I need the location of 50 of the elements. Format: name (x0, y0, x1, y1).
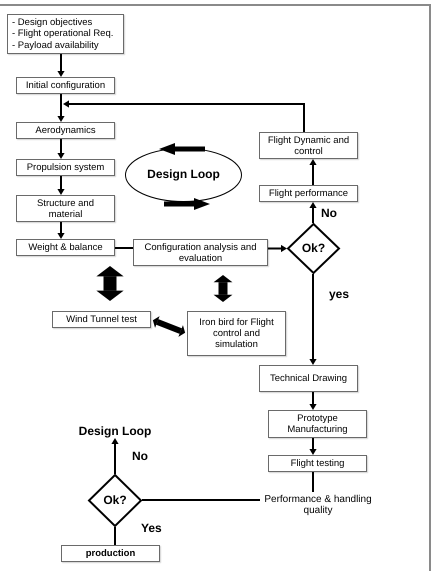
arrow (57, 139, 65, 159)
process-box: Aerodynamics (16, 122, 115, 139)
process-box: Flight Dynamic and control (259, 132, 358, 159)
process-box: Technical Drawing (259, 365, 358, 392)
loop-label: Design Loop (147, 168, 220, 182)
process-box: Weight & balance (16, 239, 115, 256)
arrow (57, 94, 65, 122)
process-box: Structure and material (16, 195, 115, 222)
process-box: Iron bird for Flight control and simulation (187, 311, 286, 356)
arrow (309, 392, 317, 410)
edge-label: No (321, 206, 337, 220)
arrow (309, 438, 317, 455)
double-arrow (152, 316, 186, 337)
process-box (7, 14, 124, 54)
double-arrow (214, 275, 232, 302)
decision-diamond (287, 223, 340, 274)
arrow (57, 176, 65, 195)
decision-label: Ok? (103, 494, 127, 508)
double-arrow (96, 266, 124, 301)
arrow (111, 438, 119, 474)
loop-ellipse (125, 148, 242, 202)
connector-line (115, 247, 133, 249)
arrow (57, 54, 65, 77)
process-box: Flight performance (259, 185, 358, 202)
process-box: Initial configuration (16, 77, 115, 94)
arrow (309, 202, 317, 223)
arrow (57, 222, 65, 239)
connector-line (312, 472, 314, 492)
edge-label: yes (329, 287, 350, 301)
result-text: Performance & handling quality (260, 492, 376, 518)
process-box: Flight testing (268, 455, 367, 472)
list-item: - Payload availability (12, 40, 99, 52)
connector-line (142, 499, 260, 501)
decision-label: Ok? (302, 242, 326, 256)
arrow (309, 274, 317, 365)
process-box: production (61, 545, 160, 562)
edge-label: Yes (141, 521, 162, 535)
arrow (309, 159, 317, 185)
list-item: - Design objectives (12, 16, 92, 28)
arrow (268, 244, 287, 252)
connector-line (114, 527, 116, 545)
decision-diamond (88, 474, 142, 527)
process-box: Propulsion system (16, 159, 115, 176)
list-item: - Flight operational Req. (12, 28, 114, 40)
arrow (63, 100, 305, 132)
process-box: Prototype Manufacturing (268, 410, 367, 438)
process-box: Wind Tunnel test (52, 311, 151, 328)
edge-label: No (132, 449, 148, 463)
loop-target-text: Design Loop (72, 423, 158, 438)
process-box: Configuration analysis and evaluation (133, 239, 268, 266)
